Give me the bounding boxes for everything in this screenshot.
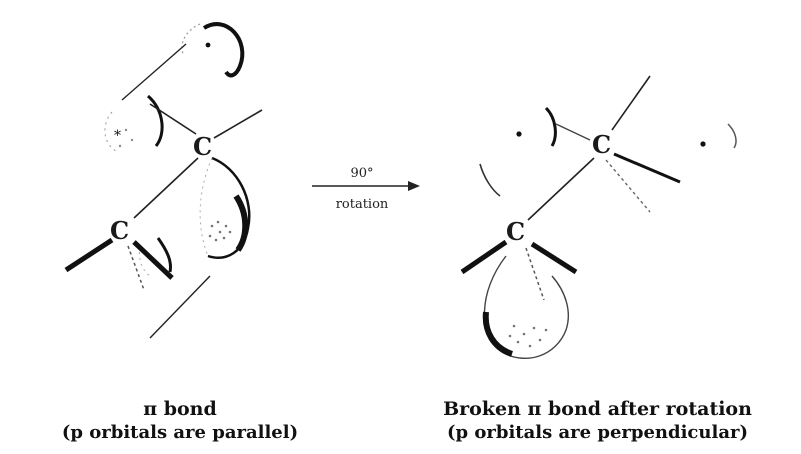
left-top-upper-lobe-dot: [206, 43, 211, 48]
right-top-left-lobe: [516, 108, 555, 146]
left-top-carbon: C: [193, 132, 212, 161]
rotation-arrow: 90° rotation: [312, 166, 420, 212]
right-caption: Broken π bond after rotation (p orbitals…: [400, 398, 795, 444]
right-bottom-bond-dash: [526, 248, 544, 300]
left-pi-overlap-line-upper: [122, 44, 186, 100]
right-caption-subtitle: (p orbitals are perpendicular): [400, 422, 795, 445]
left-caption-subtitle: (p orbitals are parallel): [40, 422, 320, 445]
left-top-bond-upper-right: [214, 110, 262, 138]
right-bottom-bond-left-wedge: [462, 242, 506, 272]
right-top-bond-left: [556, 124, 590, 140]
left-pi-overlap-line-lower: [150, 276, 210, 338]
left-top-lower-lobe: [200, 158, 249, 258]
left-bottom-upper-lobe-star: *: [114, 128, 121, 144]
right-small-curve: [480, 164, 500, 196]
rotation-arrow-head: [408, 181, 420, 191]
left-top-lower-lobe-stipple: [209, 221, 232, 242]
left-bottom-bond-left-wedge: [66, 240, 112, 270]
right-top-right-lobe-dot: [700, 141, 705, 146]
left-bottom-upper-lobe: *: [105, 96, 162, 152]
left-molecule: * C C: [66, 24, 262, 338]
right-top-bond-lower-right: [614, 154, 680, 182]
right-bottom-lower-lobe: [484, 256, 568, 358]
left-caption: π bond (p orbitals are parallel): [40, 398, 320, 444]
right-cc-sigma-bond: [528, 158, 594, 220]
left-caption-title: π bond: [40, 398, 320, 422]
left-cc-sigma-bond: [134, 158, 198, 218]
right-top-carbon: C: [592, 130, 611, 159]
rotation-word-label: rotation: [336, 197, 389, 212]
right-bottom-bond-right-wedge: [532, 244, 576, 272]
right-molecule: C C: [462, 76, 736, 358]
right-top-right-lobe: [700, 124, 736, 148]
left-top-bond-upper-left: [150, 104, 196, 134]
right-bottom-carbon: C: [506, 217, 525, 246]
left-top-upper-lobe: [182, 24, 242, 75]
right-caption-title: Broken π bond after rotation: [400, 398, 795, 422]
right-top-left-lobe-dot: [516, 131, 521, 136]
rotation-angle-label: 90°: [350, 166, 373, 181]
right-top-bond-up: [612, 76, 650, 130]
right-bottom-lower-lobe-stipple: [509, 325, 548, 348]
left-bottom-carbon: C: [110, 216, 129, 245]
